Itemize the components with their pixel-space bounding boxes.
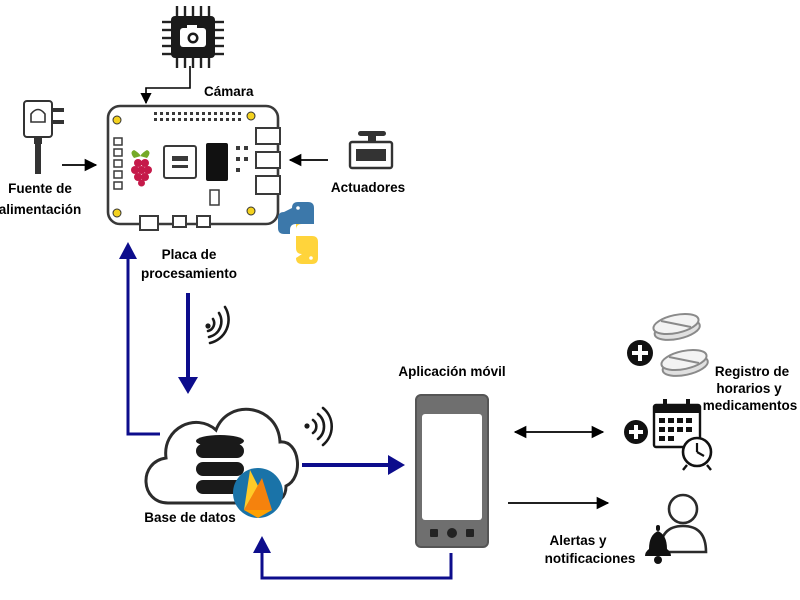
database-to-board-arrow [119, 242, 160, 436]
power-plug-icon [23, 100, 64, 174]
wireless-signal-icon [304, 406, 333, 447]
camera-connector-line [140, 66, 191, 105]
camera-label: Cámara [204, 84, 254, 99]
raspberry-logo-icon [131, 150, 152, 187]
actuators-label: Actuadores [331, 180, 405, 195]
raspberry-pi-board [106, 104, 281, 231]
alarm-clock-icon [681, 436, 713, 471]
python-logo-icon [278, 202, 318, 264]
plus-icon [627, 340, 653, 366]
bell-icon [645, 525, 671, 564]
power-label-line1: Fuente de [8, 181, 72, 196]
power-label-line2: alimentación [0, 202, 81, 217]
board-label-line2: procesamiento [141, 266, 237, 281]
firebase-logo-icon [233, 468, 283, 518]
board-label-line1: Placa de [162, 247, 217, 262]
plus-icon [624, 420, 648, 444]
database-icon [196, 435, 244, 494]
app-label: Aplicación móvil [398, 364, 505, 379]
smartphone-icon [415, 394, 489, 548]
registry-label-line3: medicamentos [703, 398, 798, 413]
registry-label-line2: horarios y [716, 381, 782, 396]
wireless-signal-icon [205, 305, 230, 345]
alerts-label-line1: Alertas y [549, 533, 607, 548]
user-icon [658, 493, 708, 554]
database-label: Base de datos [144, 510, 236, 525]
pills-icon [652, 312, 709, 377]
camera-chip-icon [162, 6, 224, 68]
app-to-database-arrow [253, 536, 453, 580]
board-to-database-arrow [178, 293, 198, 394]
calendar-icon [652, 399, 702, 449]
alerts-label-line2: notificaciones [545, 551, 636, 566]
database-to-app-arrow [302, 455, 405, 475]
servo-actuator-icon [348, 131, 394, 170]
registry-label-line1: Registro de [715, 364, 790, 379]
